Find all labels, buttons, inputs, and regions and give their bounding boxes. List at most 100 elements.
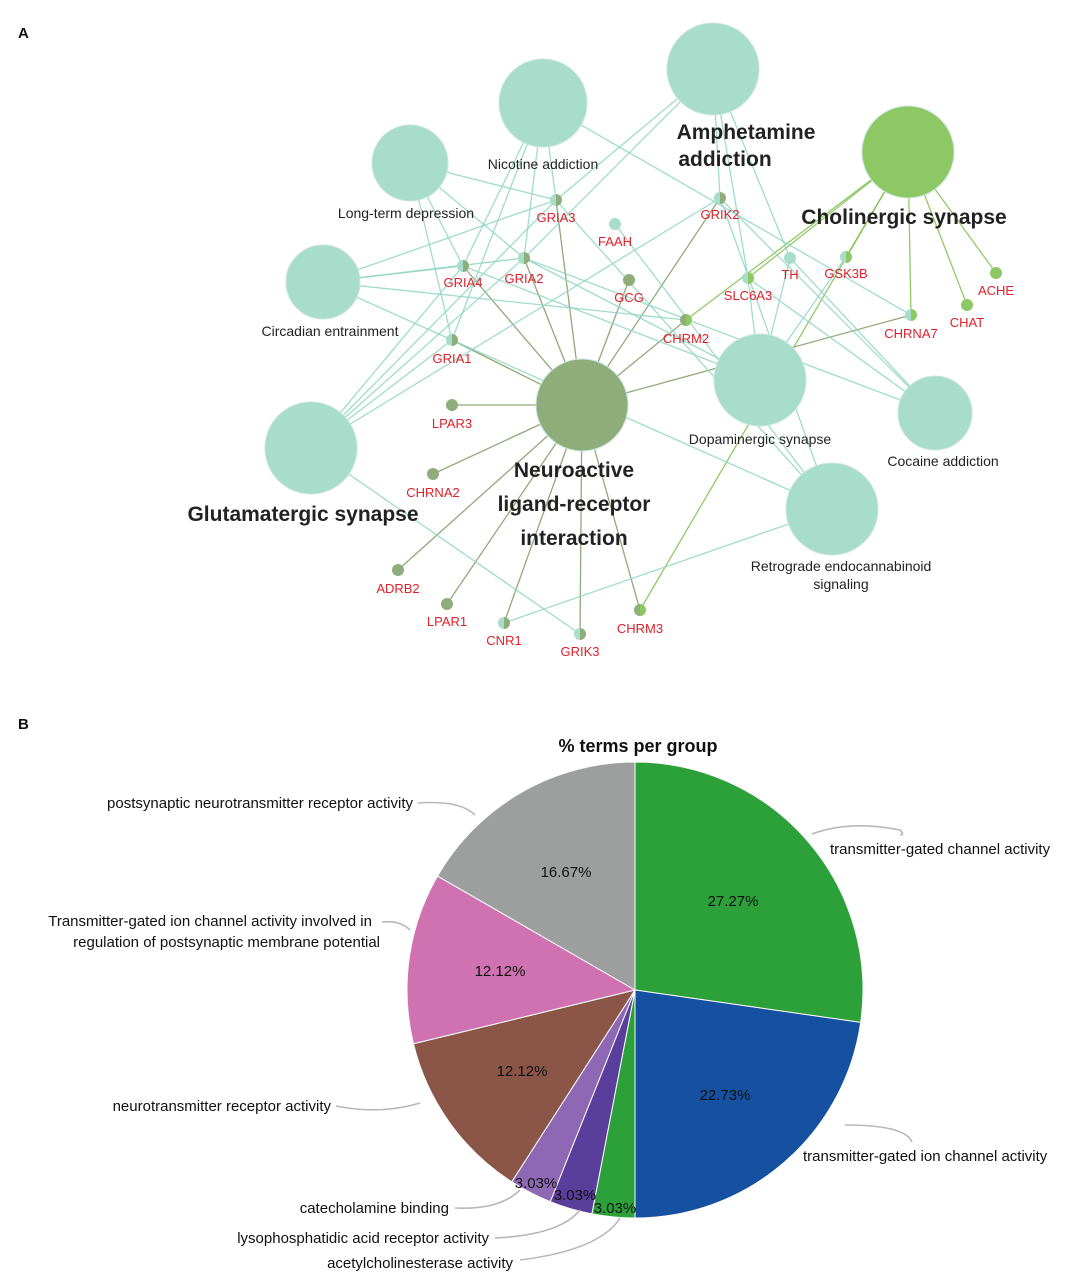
gene-node-grik2[interactable] xyxy=(714,192,726,204)
pie-percent-label-0: 27.27% xyxy=(708,893,759,910)
pie-category-label-2: acetylcholinesterase activity xyxy=(327,1255,513,1272)
edge-nicotine-chrna7 xyxy=(542,102,912,316)
pathway-node-amphetamine[interactable] xyxy=(666,22,760,116)
edge-dopaminergic-gria4 xyxy=(462,265,761,381)
pie-slices xyxy=(406,761,864,1219)
pie-leader-1 xyxy=(844,1124,913,1143)
gene-node-gria1[interactable] xyxy=(446,334,458,346)
pie-leader-5 xyxy=(335,1102,421,1111)
pie-slice-7[interactable] xyxy=(436,761,636,991)
pathway-label-retrograde: signaling xyxy=(813,576,868,592)
gene-label-ache: ACHE xyxy=(978,283,1014,298)
gene-label-grik3: GRIK3 xyxy=(560,644,599,659)
gene-node-gria3[interactable] xyxy=(550,194,562,206)
gene-node-lpar3[interactable] xyxy=(446,399,458,411)
gene-label-cnr1: CNR1 xyxy=(486,633,521,648)
pie-category-label-7: postsynaptic neurotransmitter receptor a… xyxy=(107,795,413,812)
pie-percent-label-3: 3.03% xyxy=(554,1187,597,1204)
gene-node-cnr1[interactable] xyxy=(498,617,510,629)
pie-category-label-5: neurotransmitter receptor activity xyxy=(113,1098,332,1115)
pie-percent-labels: 27.27%22.73%3.03%3.03%3.03%12.12%12.12%1… xyxy=(475,864,759,1217)
pathway-node-ltd[interactable] xyxy=(371,124,449,202)
pie-percent-label-2: 3.03% xyxy=(594,1200,637,1217)
gene-node-adrb2[interactable] xyxy=(392,564,404,576)
pie-slice-0[interactable] xyxy=(634,761,864,1023)
pathway-label-cocaine: Cocaine addiction xyxy=(887,453,998,469)
edge-glutamatergic-gria3 xyxy=(310,199,557,449)
panel-a-label: A xyxy=(18,25,29,42)
gene-label-gsk3b: GSK3B xyxy=(824,266,867,281)
pie-slice-5[interactable] xyxy=(412,989,637,1183)
gene-node-slc6a3[interactable] xyxy=(742,272,754,284)
pathway-node-cholinergic[interactable] xyxy=(861,105,955,199)
pathway-node-retrograde[interactable] xyxy=(785,462,879,556)
pie-percent-label-7: 16.67% xyxy=(541,864,592,881)
edge-glutamatergic-gria2 xyxy=(310,257,525,449)
pie-category-label-3: lysophosphatidic acid receptor activity xyxy=(237,1230,489,1247)
edge-retrograde-gria1 xyxy=(451,339,833,510)
pie-slice-1[interactable] xyxy=(634,989,862,1219)
gene-node-th[interactable] xyxy=(784,252,796,264)
gene-label-lpar3: LPAR3 xyxy=(432,416,472,431)
pathway-label-retrograde: Retrograde endocannabinoid xyxy=(751,558,932,574)
pathway-label-amphetamine: addiction xyxy=(678,148,771,171)
pie-category-label-1: transmitter-gated ion channel activity xyxy=(803,1148,1048,1165)
gene-node-gria2[interactable] xyxy=(518,252,530,264)
gene-node-chrm3[interactable] xyxy=(634,604,646,616)
pathway-label-nicotine: Nicotine addiction xyxy=(488,156,599,172)
gene-label-lpar1: LPAR1 xyxy=(427,614,467,629)
gene-label-gria3: GRIA3 xyxy=(536,210,575,225)
gene-node-grik3[interactable] xyxy=(574,628,586,640)
edge-retrograde-gria3 xyxy=(555,199,833,510)
pie-percent-label-5: 12.12% xyxy=(497,1063,548,1080)
edge-circadian-gria3 xyxy=(322,199,557,283)
edge-circadian-chrm2 xyxy=(322,281,687,321)
gene-node-chrna2[interactable] xyxy=(427,468,439,480)
gene-label-grik2: GRIK2 xyxy=(700,207,739,222)
gene-label-chrm2: CHRM2 xyxy=(663,331,709,346)
pie-category-label-4: catecholamine binding xyxy=(300,1200,449,1217)
pathway-node-glutamatergic[interactable] xyxy=(264,401,358,495)
pie-slice-6[interactable] xyxy=(406,875,637,1045)
gene-label-th: TH xyxy=(781,267,798,282)
pie-leader-3 xyxy=(494,1209,581,1239)
pathway-label-circadian: Circadian entrainment xyxy=(262,323,399,339)
gene-node-chrna7[interactable] xyxy=(905,309,917,321)
gene-node-gria4[interactable] xyxy=(457,260,469,272)
pathway-label-cholinergic: Cholinergic synapse xyxy=(801,206,1006,229)
pie-percent-label-4: 3.03% xyxy=(515,1175,558,1192)
edge-cocaine-slc6a3 xyxy=(747,277,936,414)
pathway-label-ltd: Long-term depression xyxy=(338,205,474,221)
pie-leader-7 xyxy=(417,801,476,816)
pie-leader-0 xyxy=(811,825,904,836)
pathway-label-neuroactive: ligand-receptor xyxy=(498,493,651,516)
gene-node-gsk3b[interactable] xyxy=(840,251,852,263)
pathway-node-neuroactive[interactable] xyxy=(535,358,629,452)
edge-retrograde-cnr1 xyxy=(503,508,833,624)
pie-category-label-6: regulation of postsynaptic membrane pote… xyxy=(73,934,380,951)
pie-leader-lines xyxy=(335,801,913,1261)
pathway-node-nicotine[interactable] xyxy=(498,58,588,148)
pathway-label-neuroactive: Neuroactive xyxy=(514,459,634,482)
gene-label-adrb2: ADRB2 xyxy=(376,581,419,596)
pathway-label-amphetamine: Amphetamine xyxy=(677,121,816,144)
gene-label-gcg: GCG xyxy=(614,290,644,305)
panel-b-label: B xyxy=(18,716,29,733)
pie-percent-label-1: 22.73% xyxy=(700,1087,751,1104)
gene-label-gria2: GRIA2 xyxy=(504,271,543,286)
pathway-label-dopaminergic: Dopaminergic synapse xyxy=(689,431,832,447)
gene-node-lpar1[interactable] xyxy=(441,598,453,610)
gene-node-gcg[interactable] xyxy=(623,274,635,286)
pie-category-label-0: transmitter-gated channel activity xyxy=(830,841,1051,858)
pathway-node-dopaminergic[interactable] xyxy=(713,333,807,427)
gene-node-ache[interactable] xyxy=(990,267,1002,279)
pathway-node-circadian[interactable] xyxy=(285,244,361,320)
edge-cocaine-gria2 xyxy=(523,257,936,414)
gene-node-faah[interactable] xyxy=(609,218,621,230)
pathway-node-cocaine[interactable] xyxy=(897,375,973,451)
gene-node-chat[interactable] xyxy=(961,299,973,311)
gene-node-chrm2[interactable] xyxy=(680,314,692,326)
edge-glutamatergic-grik2 xyxy=(310,197,721,449)
pie-title: % terms per group xyxy=(558,736,717,756)
